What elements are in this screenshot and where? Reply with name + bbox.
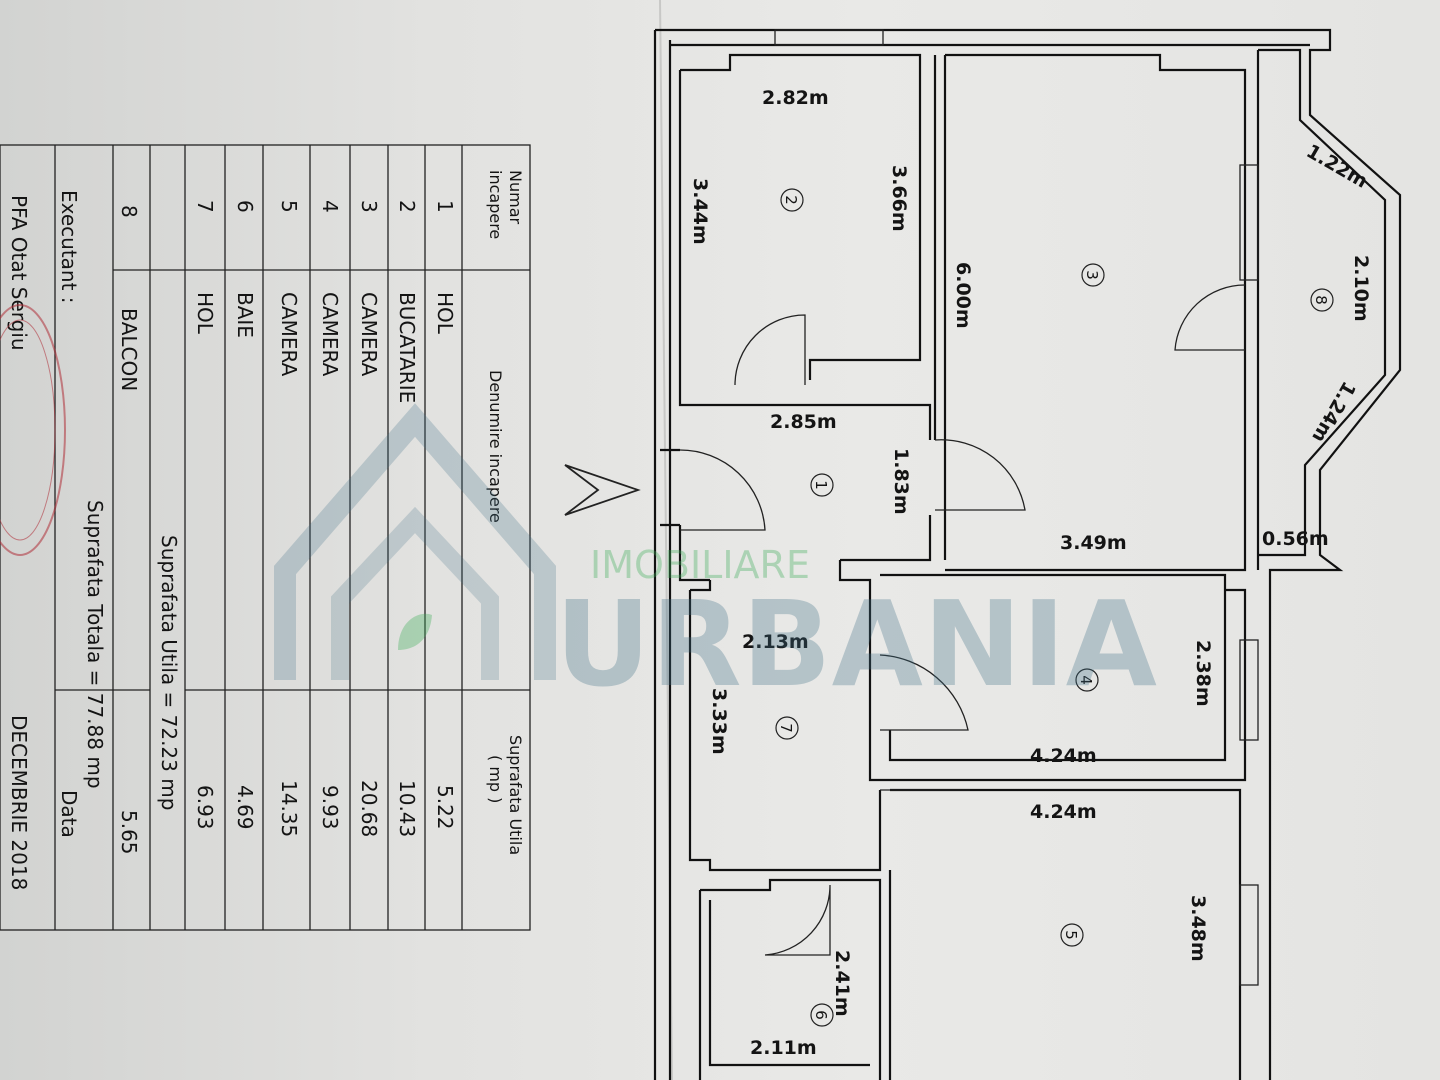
- watermark-brand-top: IMOBILIARE: [590, 543, 810, 587]
- room-number-markers: 2 1 3 8 4 7 5 6: [775, 188, 1334, 1027]
- row-num: 4: [318, 200, 342, 213]
- dim-label: 3.49m: [1060, 532, 1127, 554]
- row-name: BALCON: [117, 308, 141, 391]
- header-num-2: incapere: [486, 170, 505, 239]
- date-label: Data: [57, 790, 81, 838]
- row-name: CAMERA: [318, 292, 342, 377]
- table-border: [0, 144, 531, 931]
- dim-label: 2.38m: [1192, 640, 1214, 707]
- row-area: 14.35: [277, 780, 301, 837]
- dim-label: 4.24m: [1030, 801, 1097, 823]
- dim-label: 2.85m: [770, 411, 837, 433]
- room-number: 1: [812, 480, 830, 490]
- row-area: 5.22: [433, 785, 457, 830]
- header-num-1: Numar: [506, 170, 525, 225]
- row-name: BAIE: [233, 292, 257, 338]
- row-area: 10.43: [395, 780, 419, 837]
- room-number: 5: [1062, 930, 1080, 940]
- watermark-brand-main: URBANIA: [555, 575, 1157, 713]
- row-num: 1: [433, 200, 457, 213]
- door-arcs: [679, 284, 1246, 956]
- watermark-logo: IMOBILIARE URBANIA: [274, 403, 1157, 713]
- row-name: BUCATARIE: [395, 292, 419, 403]
- dim-label: 2.11m: [750, 1037, 817, 1059]
- useful-total: Suprafata Utila = 72.23 mp: [157, 535, 181, 810]
- floor-plan-walls: [653, 28, 1402, 1080]
- row-num: 7: [193, 200, 217, 213]
- room-number: 3: [1083, 270, 1101, 280]
- header-area-2: ( mp ): [486, 755, 505, 803]
- dim-label: 4.24m: [1030, 745, 1097, 767]
- dim-label: 2.10m: [1350, 255, 1372, 322]
- dim-label: 2.82m: [762, 87, 829, 109]
- dim-label: 2.13m: [742, 631, 809, 653]
- leaf-icon: [398, 613, 432, 650]
- room-table: [0, 144, 531, 931]
- row-name: CAMERA: [357, 292, 381, 377]
- row-area: 4.69: [233, 785, 257, 830]
- dim-label: 3.48m: [1187, 895, 1209, 962]
- row-area: 20.68: [357, 780, 381, 837]
- row-area: 6.93: [193, 785, 217, 830]
- house-icon: [274, 403, 556, 680]
- row-num: 8: [117, 205, 141, 218]
- room-number: 6: [812, 1010, 830, 1020]
- executant-label: Executant :: [57, 190, 81, 304]
- executant-name: PFA Otat Sergiu: [7, 195, 31, 351]
- row-name: HOL: [193, 292, 217, 335]
- grand-total: Suprafata Totala = 77.88 mp: [83, 500, 107, 789]
- row-area: 9.93: [318, 785, 342, 830]
- date-value: DECEMBRIE 2018: [7, 715, 31, 890]
- row-num: 3: [357, 200, 381, 213]
- dim-label: 2.41m: [831, 950, 853, 1017]
- header-name: Denumire incapere: [486, 370, 505, 523]
- room-number: 7: [777, 723, 795, 733]
- row-name: HOL: [433, 292, 457, 335]
- dim-label: 3.44m: [689, 178, 711, 245]
- stamp-icon: [0, 304, 66, 556]
- row-num: 6: [233, 200, 257, 213]
- row-name: CAMERA: [277, 292, 301, 377]
- dim-label: 3.66m: [888, 165, 910, 232]
- row-num: 5: [277, 200, 301, 213]
- dim-label: 1.83m: [890, 448, 912, 515]
- room-number: 2: [782, 195, 800, 205]
- room-number: 8: [1312, 295, 1330, 305]
- dim-label: 6.00m: [952, 262, 974, 329]
- row-area: 5.65: [117, 810, 141, 855]
- north-arrow-icon: [564, 464, 641, 516]
- row-num: 2: [395, 200, 419, 213]
- dim-label: 1.22m: [1303, 140, 1372, 192]
- dim-label: 3.33m: [708, 688, 730, 755]
- room-number: 4: [1077, 675, 1095, 685]
- header-area-1: Suprafata Utila: [506, 735, 525, 855]
- dim-label: 0.56m: [1262, 528, 1329, 550]
